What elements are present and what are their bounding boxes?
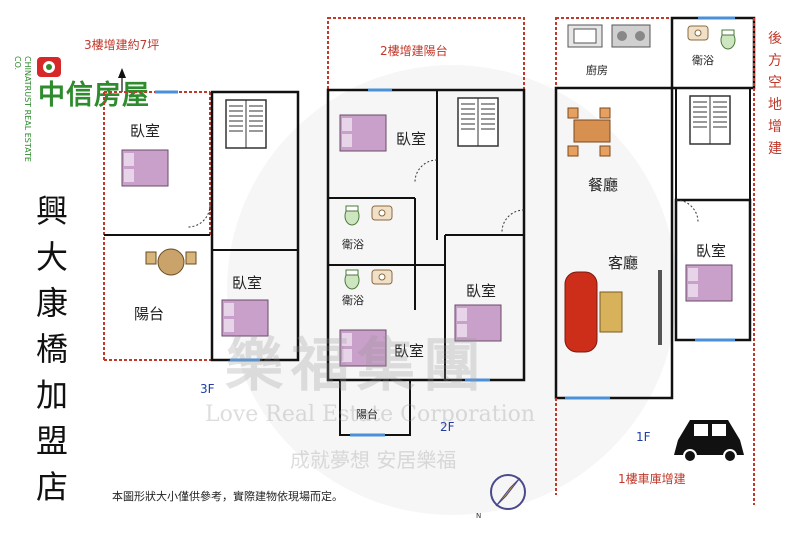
store-title-char: 盟 (35, 422, 68, 460)
bed-icon (685, 264, 733, 302)
f2-bedroom-mid-label: 臥室 (394, 342, 425, 360)
rear-note-char: 後 (768, 31, 782, 47)
f1-note: 1樓車庫增建 (618, 472, 686, 486)
f1-bath-label: 衛浴 (692, 54, 714, 67)
rear-extension-note: 後 方 空 地 增 建 (766, 28, 784, 160)
store-title-char: 加 (35, 376, 68, 414)
floor-1f (554, 16, 756, 505)
f2-balcony-label: 陽台 (356, 408, 378, 421)
toilet-icon (720, 29, 736, 50)
sink-icon (687, 25, 709, 41)
sink-icon (567, 24, 603, 48)
stairs-icon (225, 99, 267, 149)
brand-logo-icon (37, 57, 61, 77)
stairs-icon (457, 97, 499, 147)
store-title-char: 興 (35, 192, 68, 230)
f1-dining-label: 餐廳 (588, 176, 619, 194)
store-title-char: 橋 (35, 330, 68, 368)
rear-note-char: 方 (768, 53, 782, 69)
watermark-chinese: 樂福集團 (225, 331, 490, 399)
f2-floor-label: 2F (440, 420, 455, 434)
sofa-icon (564, 271, 623, 353)
rear-note-char: 增 (768, 119, 782, 135)
f1-bedroom-label: 臥室 (696, 242, 727, 260)
compass-icon: N (476, 474, 526, 520)
f1-kitchen-label: 廚房 (586, 64, 608, 77)
store-title-char: 店 (35, 468, 68, 506)
f1-floor-label: 1F (636, 430, 651, 444)
f2-bedroom-right-label: 臥室 (466, 282, 497, 300)
watermark-english: Love Real Estate Corporation (205, 402, 536, 427)
store-title-char: 康 (35, 284, 68, 322)
car-icon (674, 420, 744, 463)
bed-icon (121, 149, 169, 187)
f2-note: 2樓增建陽台 (380, 44, 448, 58)
dining-table-icon (145, 248, 197, 276)
rear-note-char: 地 (768, 97, 782, 113)
f3-floor-label: 3F (200, 382, 215, 396)
floor-3f (103, 68, 300, 362)
floor-2f (326, 17, 526, 437)
f3-bedroom-right-label: 臥室 (232, 274, 263, 292)
f2-bath-2-label: 衛浴 (342, 294, 364, 307)
f3-note: 3樓增建約7坪 (84, 38, 160, 52)
dining-table-icon (567, 107, 611, 157)
rear-note-char: 空 (768, 75, 782, 91)
sink-icon (371, 205, 393, 221)
f2-bath-1-label: 衛浴 (342, 238, 364, 251)
bed-icon (339, 114, 387, 152)
toilet-icon (344, 269, 360, 290)
f3-bedroom-top-label: 臥室 (130, 122, 161, 140)
f1-living-label: 客廳 (608, 254, 639, 272)
up-arrow-icon (118, 68, 126, 78)
rear-note-char: 建 (768, 141, 782, 157)
store-title: 興 大 康 橋 加 盟 店 (32, 188, 72, 510)
disclaimer: 本圖形狀大小僅供參考，實際建物依現場而定。 (112, 490, 343, 503)
f3-balcony-label: 陽台 (134, 305, 165, 323)
stairs-icon (689, 95, 731, 145)
toilet-icon (344, 205, 360, 226)
f2-bedroom-top-label: 臥室 (396, 130, 427, 148)
svg-text:N: N (476, 512, 481, 520)
stove-icon (611, 24, 651, 48)
watermark-slogan: 成就夢想 安居樂福 (290, 448, 457, 472)
brand-name: 中信房屋 (38, 80, 150, 111)
brand-english: CHINATRUST REAL ESTATE CO. (13, 56, 32, 162)
sink-icon (371, 269, 393, 285)
store-title-char: 大 (35, 238, 68, 276)
